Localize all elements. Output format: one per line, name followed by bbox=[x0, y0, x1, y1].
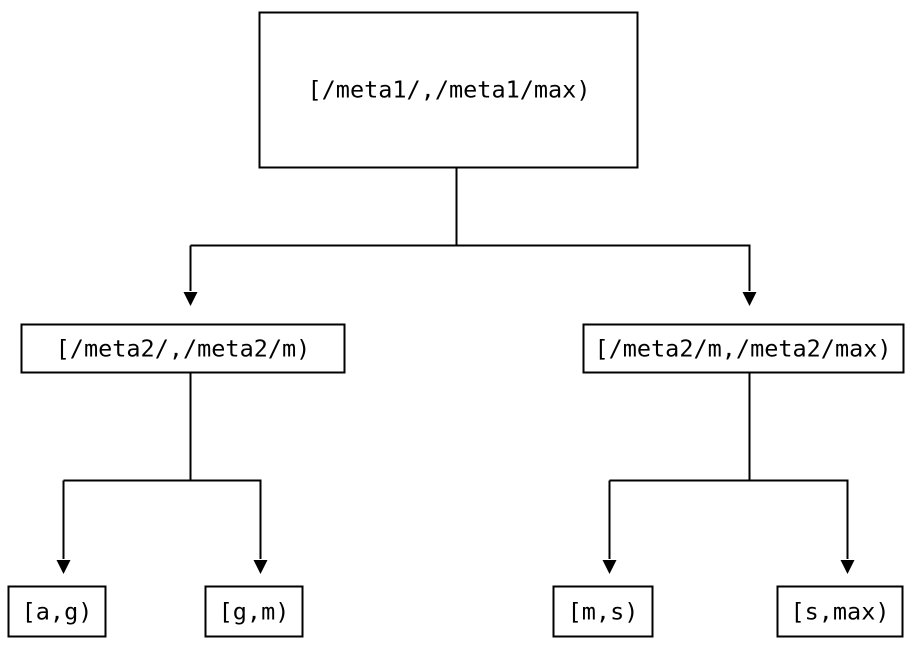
node-level2-right[interactable]: [/meta2/m,/meta2/max) bbox=[582, 323, 905, 374]
arrow-head-icon-leaf4 bbox=[840, 560, 855, 574]
node-level2-right-label: [/meta2/m,/meta2/max) bbox=[594, 335, 891, 363]
arrow-head-icon-root-right bbox=[742, 292, 757, 306]
node-leaf-3-box[interactable] bbox=[552, 585, 654, 638]
node-leaf-1-label: [a,g) bbox=[22, 598, 93, 626]
node-root-box[interactable] bbox=[258, 11, 639, 169]
node-leaf-2-box[interactable] bbox=[204, 585, 304, 638]
node-leaf-2[interactable]: [g,m) bbox=[204, 585, 304, 638]
node-leaf-4[interactable]: [s,max) bbox=[776, 585, 904, 638]
arrow-head-icon-leaf3 bbox=[602, 560, 617, 574]
node-leaf-1-box[interactable] bbox=[7, 585, 107, 638]
node-level2-left-box[interactable] bbox=[20, 323, 346, 374]
edge-group-level2left-to-leaves bbox=[56, 373, 268, 574]
arrow-head-icon-root-left bbox=[183, 292, 198, 306]
node-leaf-4-box[interactable] bbox=[776, 585, 904, 638]
arrow-head-icon-leaf2 bbox=[253, 560, 268, 574]
node-leaf-3[interactable]: [m,s) bbox=[552, 585, 654, 638]
edge-group-level2right-to-leaves bbox=[602, 373, 855, 574]
node-level2-right-box[interactable] bbox=[582, 323, 905, 374]
node-root-label: [/meta1/,/meta1/max) bbox=[308, 76, 591, 104]
node-leaf-4-label: [s,max) bbox=[790, 598, 889, 626]
node-level2-left[interactable]: [/meta2/,/meta2/m) bbox=[20, 323, 346, 374]
arrow-head-icon-leaf1 bbox=[56, 560, 71, 574]
node-root[interactable]: [/meta1/,/meta1/max) bbox=[258, 11, 639, 169]
node-level2-left-label: [/meta2/,/meta2/m) bbox=[56, 335, 311, 363]
node-leaf-2-label: [g,m) bbox=[219, 598, 290, 626]
node-leaf-3-label: [m,s) bbox=[568, 598, 639, 626]
edge-group-root-to-level2 bbox=[183, 168, 757, 306]
node-leaf-1[interactable]: [a,g) bbox=[7, 585, 107, 638]
